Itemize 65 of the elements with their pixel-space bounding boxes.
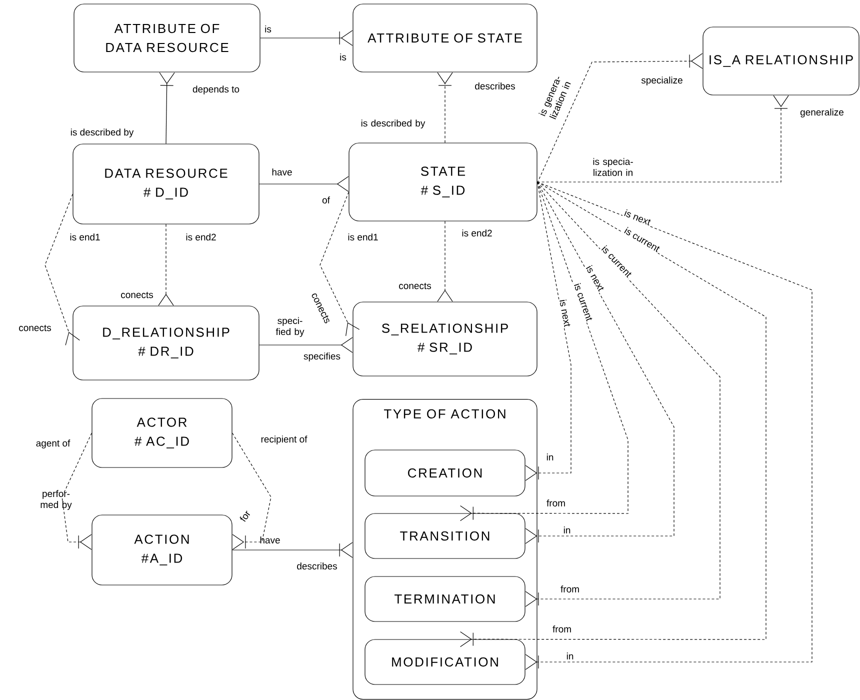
relationship-line [525,182,812,670]
role-label: have [260,536,280,544]
role-label: from [560,586,579,592]
role-label: generalize [800,108,844,118]
relationship-line [320,192,360,336]
entity-box: MODIFICATION [364,639,526,685]
relationship-line [537,53,703,184]
role-label: in [546,454,554,460]
relationship-line [437,221,453,302]
role-label: describes [475,82,515,90]
role-label: in [566,652,574,660]
relationship-line [159,72,175,144]
role-label: is next [622,208,653,227]
role-label: is end2 [186,234,216,240]
relationship-line [437,72,453,143]
role-label: is next [584,263,606,294]
entity-box: S_RELATIONSHIP # SR_ID [352,302,538,376]
role-label: depends to [192,86,240,94]
relationship-line [525,182,720,607]
relationship-line [460,182,766,647]
role-label: speci- fied by [276,317,304,337]
role-label: for [240,510,250,522]
role-label: conects [399,282,432,290]
entity-box: TRANSITION [364,513,526,559]
role-label: is end1 [348,234,378,240]
role-label: agent of [36,440,70,448]
relationship-line [44,194,80,346]
role-label: specialize [641,76,682,86]
role-label: is described by [361,120,426,128]
role-label: is specia- lization in [593,158,633,176]
entity-box: ATTRIBUTE OF STATE [352,4,538,72]
entity-box: TERMINATION [364,576,526,622]
relationship-line [259,337,353,353]
role-label: from [552,626,571,632]
role-label: conects [19,324,52,332]
relationship-line [232,542,353,558]
role-label: from [546,500,565,506]
relationship-line [525,182,572,481]
relationship-line [232,432,272,550]
entity-box: CREATION [364,450,526,496]
relationship-line [158,224,174,306]
relationship-line [259,176,349,192]
entity-box: IS_A RELATIONSHIP [702,26,860,96]
relationship-line [62,432,92,550]
entity-box: D_RELATIONSHIP # DR_ID [72,306,260,380]
role-label: in [564,526,570,534]
role-label: is end1 [70,234,100,240]
relationship-line [537,95,789,182]
entity-box: STATE # S_ID [348,142,538,222]
role-label: recipient of [261,436,308,444]
entity-box: ATTRIBUTE OF DATA RESOURCE [74,4,260,72]
role-label: is [340,54,346,60]
role-label: have [272,168,292,176]
role-label: perfor- med by [40,490,72,510]
relationship-line [460,182,628,521]
role-label: describes [297,562,337,570]
role-label: of [322,196,330,204]
relationship-line [525,182,674,544]
entity-box: DATA RESOURCE # D_ID [72,144,260,224]
entity-box: ACTOR # AC_ID [92,398,232,468]
role-label: is [265,26,272,32]
role-label: specifies [304,352,340,362]
role-label: is next [558,298,572,328]
relationship-line [260,30,353,46]
entity-box: ACTION #A_ID [92,514,232,586]
